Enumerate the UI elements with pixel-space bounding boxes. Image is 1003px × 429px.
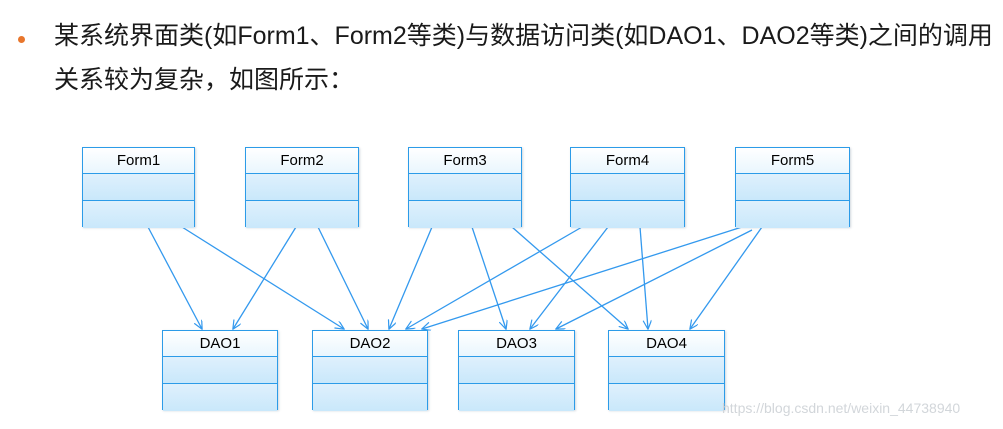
uml-attributes-compartment: [313, 357, 427, 384]
uml-class-title: DAO1: [163, 331, 277, 357]
uml-class-title: DAO4: [609, 331, 724, 357]
uml-attributes-compartment: [736, 174, 849, 201]
uml-class-title: DAO2: [313, 331, 427, 357]
edge-form4-to-dao2: [406, 226, 583, 329]
uml-class-title: Form3: [409, 148, 521, 174]
edge-form4-to-dao3: [530, 226, 609, 329]
watermark-text: https://blog.csdn.net/weixin_44738940: [722, 400, 961, 416]
edge-form2-to-dao1: [233, 226, 297, 329]
uml-operations-compartment: [163, 384, 277, 411]
uml-attributes-compartment: [609, 357, 724, 384]
edge-form1-to-dao1: [147, 226, 202, 329]
uml-operations-compartment: [313, 384, 427, 411]
uml-attributes-compartment: [459, 357, 574, 384]
uml-attributes-compartment: [409, 174, 521, 201]
uml-attributes-compartment: [83, 174, 194, 201]
uml-class-dao1[interactable]: DAO1: [162, 330, 278, 411]
uml-class-title: DAO3: [459, 331, 574, 357]
uml-class-dao4[interactable]: DAO4: [608, 330, 725, 411]
uml-operations-compartment: [571, 201, 684, 228]
uml-operations-compartment: [459, 384, 574, 411]
edge-form5-to-dao4: [690, 226, 763, 329]
edge-form3-to-dao3: [471, 226, 506, 329]
uml-operations-compartment: [609, 384, 724, 411]
uml-class-dao2[interactable]: DAO2: [312, 330, 428, 411]
uml-attributes-compartment: [163, 357, 277, 384]
edge-form5-to-dao2: [422, 226, 743, 329]
edge-form3-to-dao2: [389, 226, 433, 329]
uml-class-form5[interactable]: Form5: [735, 147, 850, 228]
edge-form1-to-dao2: [181, 226, 344, 329]
uml-class-title: Form5: [736, 148, 849, 174]
bullet-dot-icon: [18, 36, 25, 43]
uml-class-title: Form1: [83, 148, 194, 174]
uml-class-form3[interactable]: Form3: [408, 147, 522, 228]
uml-class-dao3[interactable]: DAO3: [458, 330, 575, 411]
edge-form2-to-dao2: [317, 226, 368, 329]
uml-class-title: Form2: [246, 148, 358, 174]
uml-operations-compartment: [246, 201, 358, 228]
uml-class-form4[interactable]: Form4: [570, 147, 685, 228]
bullet-text: 某系统界面类(如Form1、Form2等类)与数据访问类(如DAO1、DAO2等…: [54, 22, 993, 94]
uml-attributes-compartment: [571, 174, 684, 201]
uml-class-form1[interactable]: Form1: [82, 147, 195, 228]
uml-operations-compartment: [736, 201, 849, 228]
uml-operations-compartment: [83, 201, 194, 228]
edge-form4-to-dao4: [639, 226, 648, 329]
uml-attributes-compartment: [246, 174, 358, 201]
uml-class-form2[interactable]: Form2: [245, 147, 359, 228]
uml-class-title: Form4: [571, 148, 684, 174]
uml-operations-compartment: [409, 201, 521, 228]
edge-form5-to-dao3: [556, 229, 753, 329]
edge-form3-to-dao4: [511, 226, 628, 329]
